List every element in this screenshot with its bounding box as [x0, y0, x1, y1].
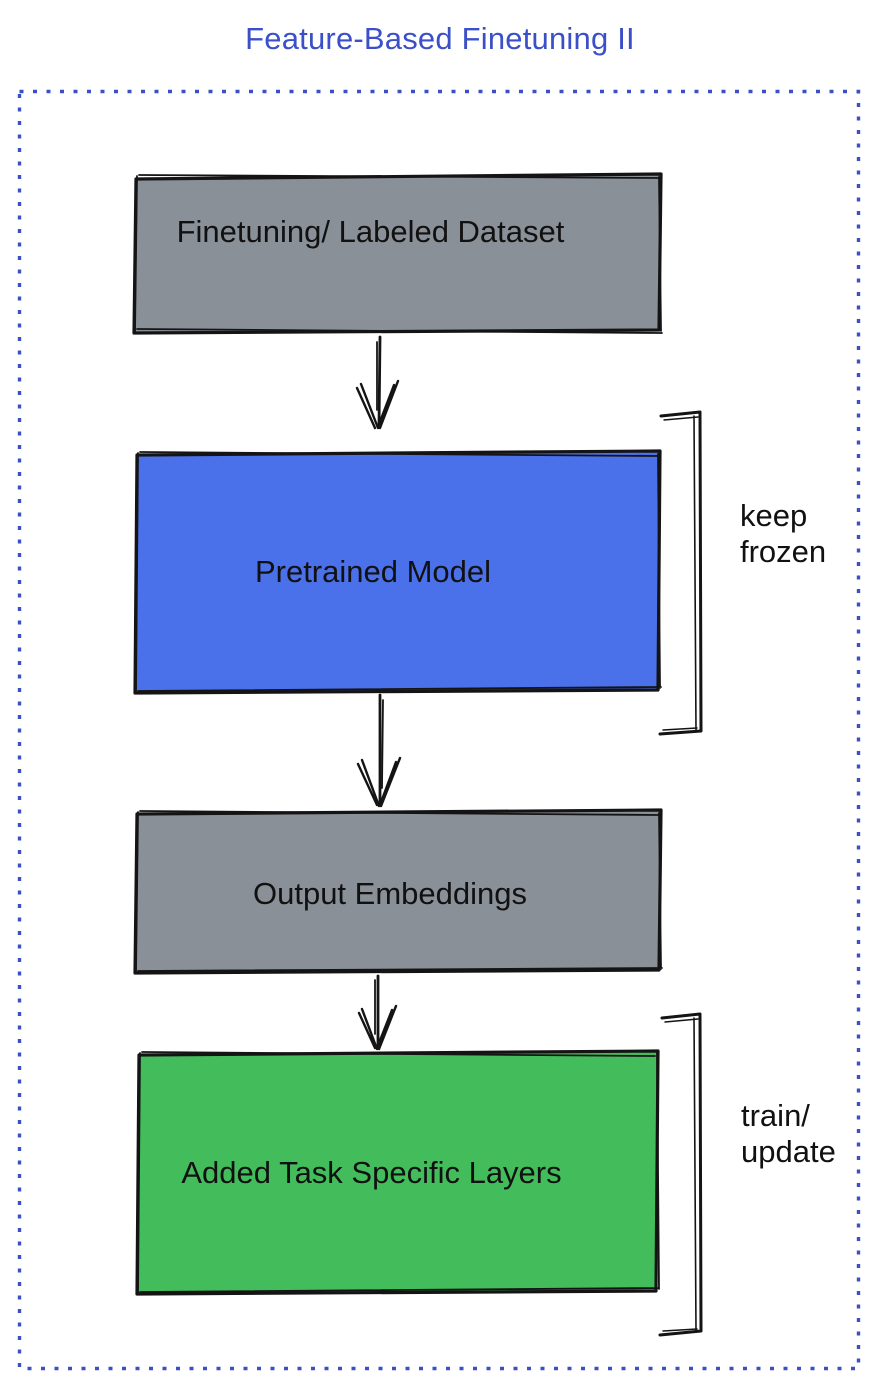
box-task-layers-shape	[135, 1049, 660, 1296]
arrowhead-left-wing	[357, 1007, 379, 1051]
box-dataset-shape	[132, 172, 663, 335]
arrowhead-left-wing	[355, 382, 380, 430]
arrowhead-right-wing	[376, 379, 400, 430]
box-pretrained-shape	[133, 449, 662, 695]
diagram-title: Feature-Based Finetuning II	[245, 21, 635, 56]
bracket-tick-sketch	[662, 1018, 699, 1332]
box-dataset-sketch-stroke	[134, 174, 663, 334]
arrow-shaft-sketch	[381, 699, 384, 789]
bracket-line-sketch	[693, 415, 697, 732]
arrowhead-left-wing	[356, 758, 381, 808]
arrow-pretrained-to-embeddings	[356, 693, 402, 808]
bracket-line	[658, 410, 703, 736]
box-dataset-fill	[132, 172, 663, 335]
box-pretrained-sketch-stroke	[135, 451, 662, 692]
dashed-boundary	[17, 89, 861, 1371]
arrow-shaft	[377, 335, 382, 428]
arrowhead-right-wing	[375, 1004, 398, 1051]
bracket-line-sketch	[693, 1017, 697, 1332]
arrowhead-right-wing	[378, 756, 402, 808]
box-task-layers-sketch-stroke	[137, 1051, 660, 1293]
box-pretrained-fill	[133, 449, 662, 695]
bracket-keep-frozen	[658, 410, 703, 736]
bracket-tick-sketch	[662, 416, 699, 731]
box-embeddings-sketch-stroke	[135, 810, 663, 972]
box-embeddings-fill	[133, 808, 663, 975]
bracket-line	[658, 1012, 703, 1337]
arrow-dataset-to-pretrained	[355, 335, 400, 430]
box-embeddings-shape	[133, 808, 663, 975]
box-task-layers-fill	[135, 1049, 660, 1296]
bracket-train-update	[658, 1012, 703, 1337]
arrow-embeddings-to-task-layers	[357, 974, 398, 1051]
